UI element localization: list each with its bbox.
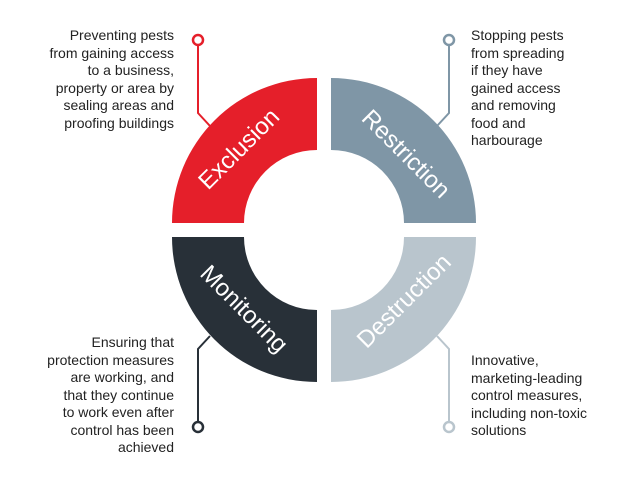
description-line: from spreading [471,44,565,61]
description-line: to a business, [87,62,174,78]
description-line: Stopping pests [471,27,564,43]
description-line: including non-toxic [471,404,587,421]
description-line: marketing-leading [471,369,583,386]
description-line: and removing [471,97,556,113]
segment-exclusion [172,78,317,223]
description-line: Innovative, [471,352,539,368]
description-line: that they continue [63,386,174,403]
connector-exclusion [191,33,211,127]
description-line: Preventing pests [69,27,174,43]
description-line: if they have [471,62,543,78]
description-line: proofing buildings [64,114,174,131]
description-restriction: Stopping pests from spreading if they ha… [471,27,564,150]
connector-restriction [436,33,456,127]
segment-restriction [331,78,476,223]
description-destruction: Innovative, marketing-leading control me… [471,352,587,440]
segment-monitoring [172,237,317,382]
description-line: harbourage [471,132,543,148]
connector-destruction [436,335,456,434]
description-monitoring: Ensuring that protection measures are wo… [47,334,174,457]
description-line: to work even after [62,404,174,420]
segment-destruction [331,237,476,382]
description-line: sealing areas and [63,97,174,113]
description-line: control measures, [471,387,583,403]
description-line: protection measures [47,351,174,368]
description-line: gained access [471,79,561,96]
connector-monitoring [191,335,211,434]
description-line: solutions [471,422,527,438]
description-line: control has been [70,421,174,438]
description-line: achieved [117,439,174,455]
description-line: Ensuring that [91,334,175,350]
description-line: from gaining access [49,44,174,61]
description-exclusion: Preventing pests from gaining access to … [49,27,174,132]
description-line: food and [471,114,526,131]
description-line: are working, and [70,369,174,385]
description-line: property or area by [55,79,174,96]
